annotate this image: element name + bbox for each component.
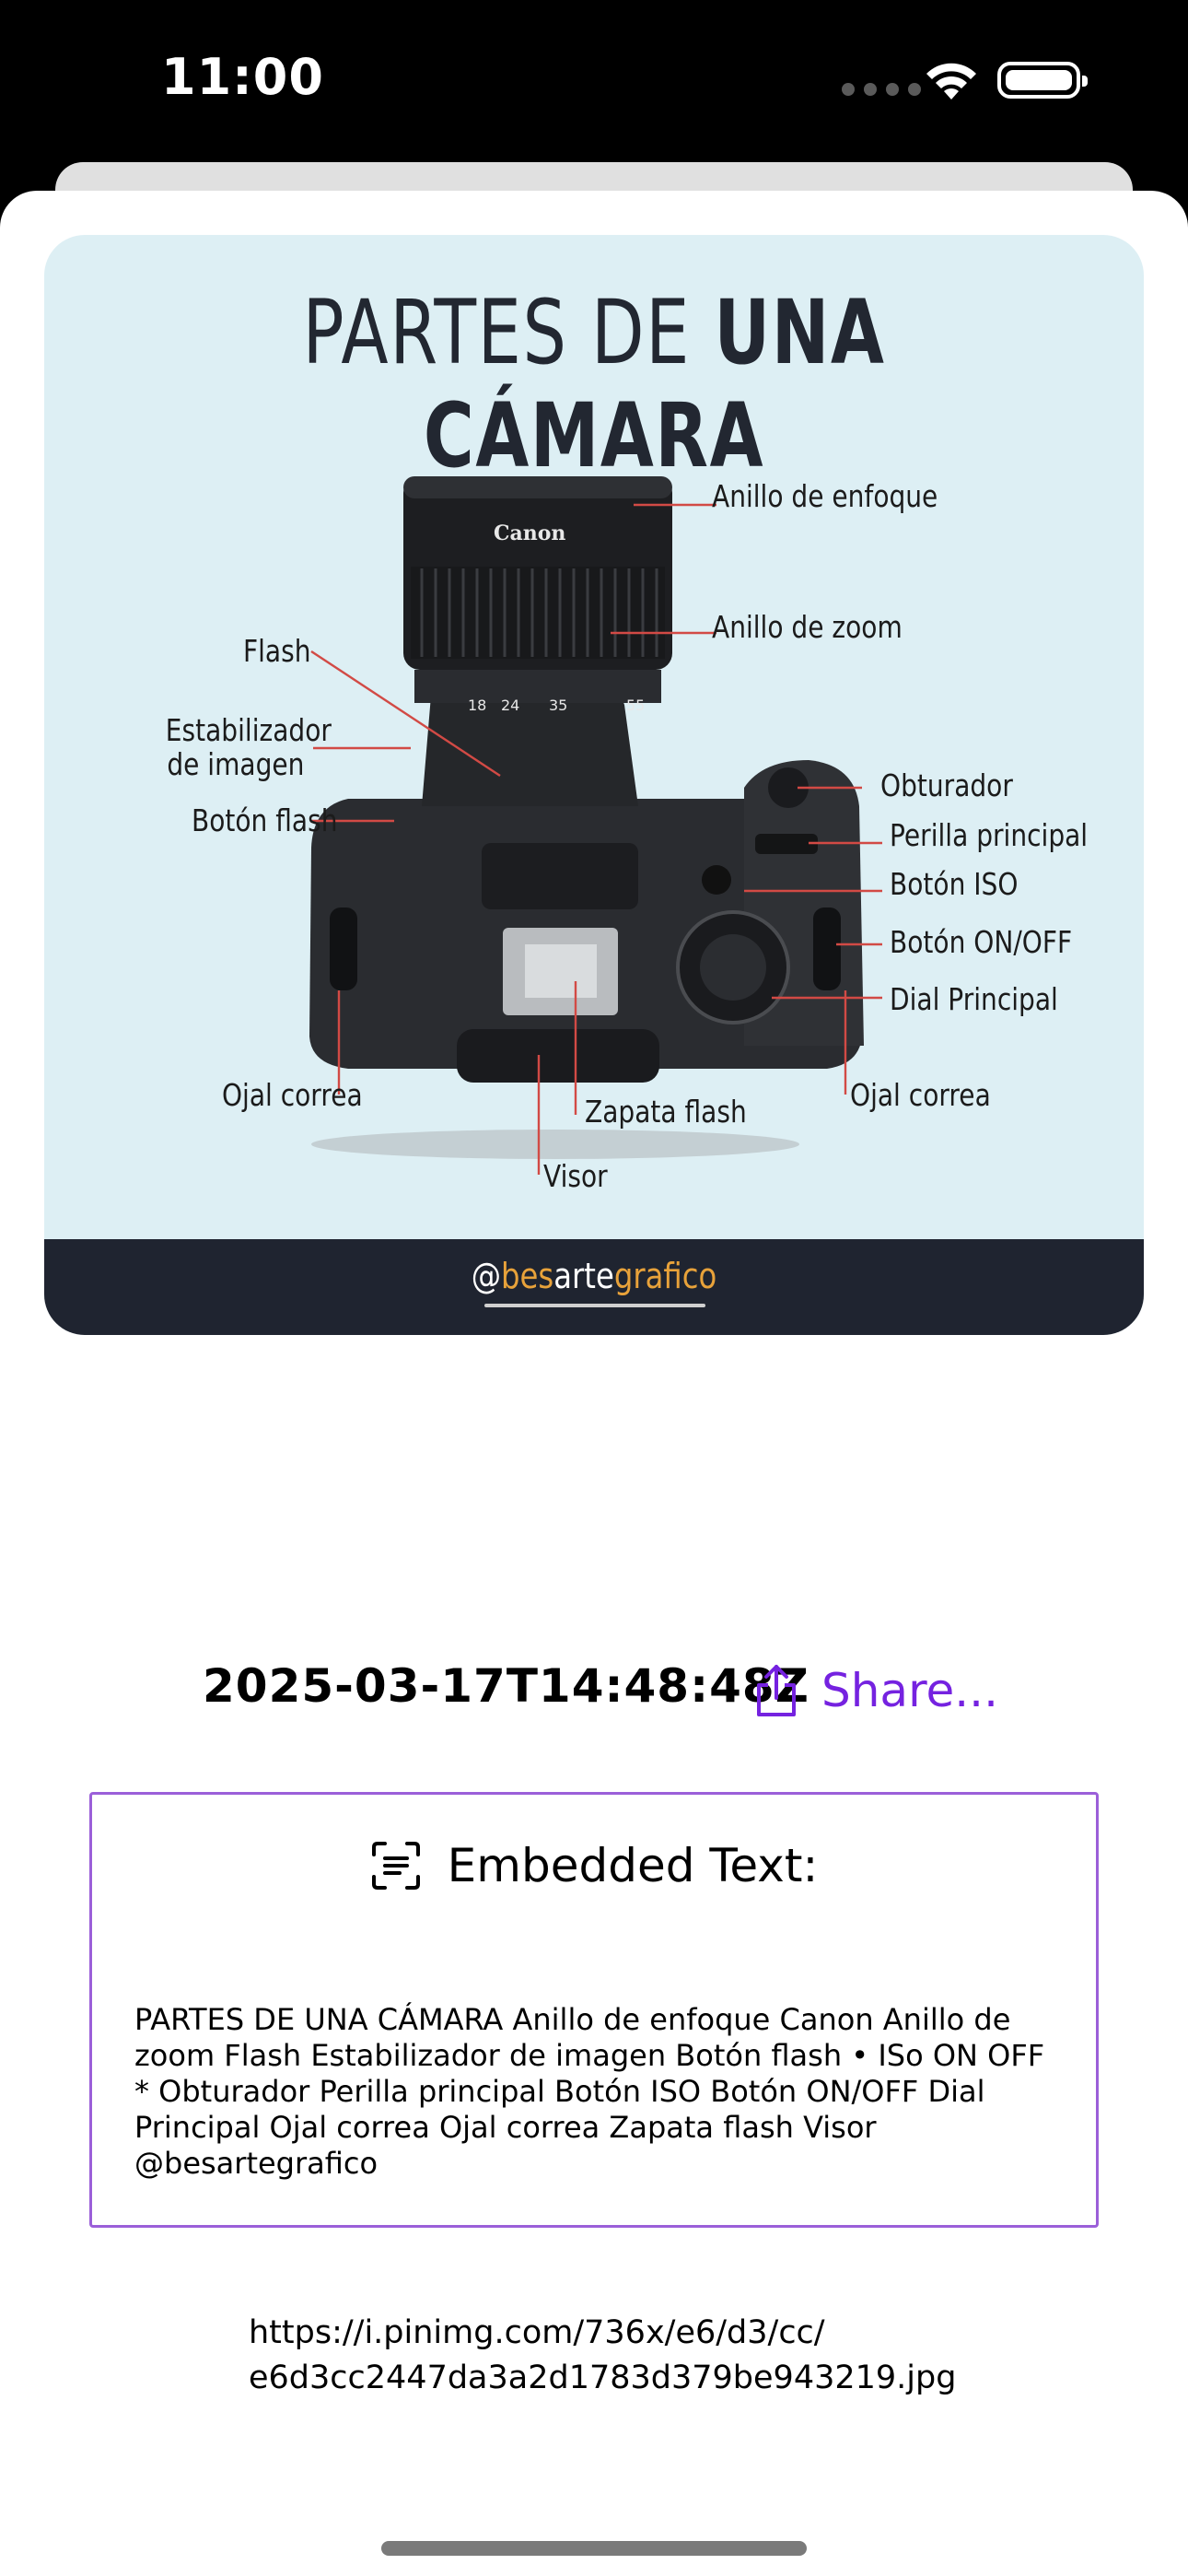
label-estabilizador-1: Estabilizador xyxy=(165,712,332,748)
battery-icon xyxy=(997,62,1088,99)
label-ojal-correa-left: Ojal correa xyxy=(222,1077,363,1113)
label-boton-iso: Botón ISO xyxy=(890,866,1019,902)
label-visor: Visor xyxy=(543,1158,608,1194)
camera-illustration: Canon 18 24 35 55 xyxy=(309,476,882,1175)
focal-mark-24: 24 xyxy=(501,697,519,714)
wifi-icon xyxy=(926,63,976,100)
label-perilla-principal: Perilla principal xyxy=(890,817,1089,853)
author-handle: @besartegrafico xyxy=(471,1256,717,1296)
embedded-text-header: Embedded Text: xyxy=(92,1839,1096,1892)
embedded-text-panel: Embedded Text: PARTES DE UNA CÁMARA Anil… xyxy=(89,1792,1099,2228)
meta-row: 2025-03-17T14:48:48Z Share... xyxy=(0,1654,1188,1727)
status-bar: 11:00 xyxy=(0,0,1188,166)
camera-infographic-image[interactable]: PARTES DE UNA CÁMARA xyxy=(44,235,1144,1335)
label-dial-principal: Dial Principal xyxy=(890,981,1058,1017)
share-label: Share... xyxy=(821,1664,998,1717)
home-indicator[interactable] xyxy=(381,2541,807,2556)
label-anillo-zoom: Anillo de zoom xyxy=(712,609,903,645)
label-boton-onoff: Botón ON/OFF xyxy=(890,924,1073,960)
capture-timestamp: 2025-03-17T14:48:48Z xyxy=(203,1659,809,1713)
status-time: 11:00 xyxy=(161,48,324,106)
label-boton-flash: Botón flash xyxy=(191,802,337,838)
embedded-text-content: PARTES DE UNA CÁMARA Anillo de enfoque C… xyxy=(134,2002,1045,2181)
lens-brand-text: Canon xyxy=(494,521,565,545)
label-zapata-flash: Zapata flash xyxy=(585,1094,747,1130)
label-flash: Flash xyxy=(242,633,310,669)
cellular-signal-icon xyxy=(842,83,921,96)
focal-mark-18: 18 xyxy=(468,697,486,714)
label-estabilizador-2: de imagen xyxy=(166,746,304,782)
share-icon xyxy=(757,1665,796,1716)
focal-mark-55: 55 xyxy=(626,697,645,714)
infographic-title: PARTES DE UNA CÁMARA xyxy=(302,281,886,487)
share-button[interactable]: Share... xyxy=(753,1654,998,1727)
embedded-text-title: Embedded Text: xyxy=(447,1839,819,1892)
text-recognition-icon xyxy=(371,1842,420,1890)
handle-underline xyxy=(484,1304,705,1307)
label-obturador: Obturador xyxy=(880,767,1013,803)
focal-mark-35: 35 xyxy=(549,697,567,714)
label-ojal-correa-right: Ojal correa xyxy=(850,1077,991,1113)
source-url[interactable]: https://i.pinimg.com/736x/e6/d3/cc/e6d3c… xyxy=(249,2314,957,2396)
label-anillo-enfoque: Anillo de enfoque xyxy=(712,478,938,514)
infographic-footer: @besartegrafico xyxy=(44,1239,1144,1335)
